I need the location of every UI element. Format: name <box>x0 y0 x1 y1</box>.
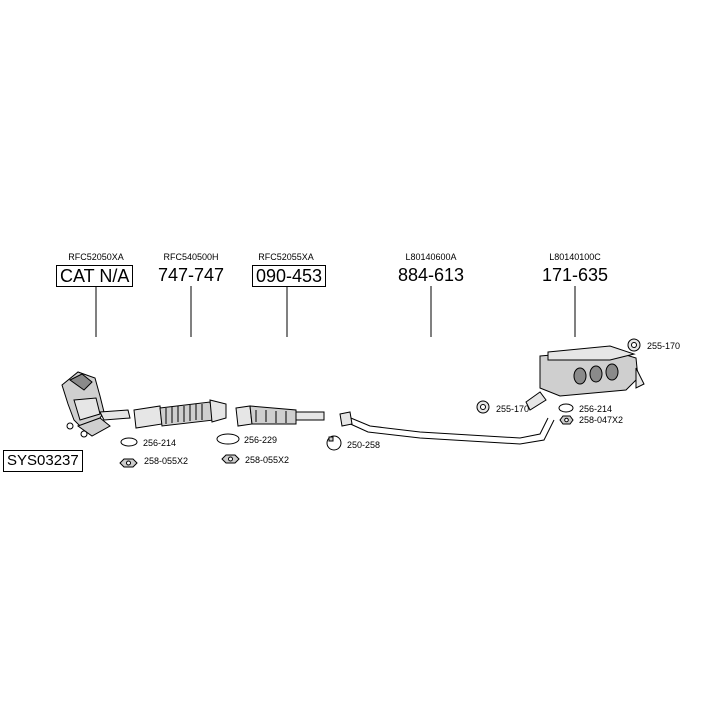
leader-lines <box>95 286 576 337</box>
nut-icon <box>119 458 138 468</box>
rubber-hanger-icon <box>476 400 490 414</box>
accessory-label[interactable]: 256-214 <box>579 404 613 414</box>
part-number-middle-pipe[interactable]: 884-613 <box>398 265 465 285</box>
catalyst-manifold-part <box>61 371 131 438</box>
oem-code-catalyst: RFC52050XA <box>68 252 124 262</box>
nut-icon <box>221 454 240 464</box>
gasket-icon <box>558 403 574 413</box>
nut-icon <box>559 415 574 425</box>
flex-pipe-part <box>133 399 227 429</box>
oem-code-front-catalyst: RFC52055XA <box>258 252 314 262</box>
rear-silencer-part <box>525 345 645 411</box>
accessory-label[interactable]: 258-055X2 <box>245 455 290 465</box>
oem-code-rear-silencer: L80140100C <box>549 252 601 262</box>
system-code: SYS03237 <box>3 450 83 472</box>
part-number-catalyst[interactable]: CAT N/A <box>56 265 134 287</box>
accessory-label[interactable]: 255-170 <box>496 404 530 414</box>
gasket-icon <box>120 437 138 447</box>
part-number-front-catalyst[interactable]: 090-453 <box>252 265 327 287</box>
accessory-label[interactable]: 256-229 <box>244 435 278 445</box>
oem-code-middle-pipe: L80140600A <box>405 252 457 262</box>
oem-code-flex-pipe: RFC540500H <box>163 252 219 262</box>
accessory-label[interactable]: 258-055X2 <box>144 456 189 466</box>
gasket-icon <box>216 433 240 445</box>
middle-pipe-part <box>339 411 555 445</box>
accessory-label[interactable]: 258-047X2 <box>579 415 624 425</box>
rubber-hanger-icon <box>627 338 641 352</box>
clamp-icon <box>326 435 342 451</box>
part-number-flex-pipe[interactable]: 747-747 <box>158 265 225 285</box>
part-number-rear-silencer[interactable]: 171-635 <box>542 265 609 285</box>
accessory-label[interactable]: 255-170 <box>647 341 681 351</box>
accessory-label[interactable]: 250-258 <box>347 440 381 450</box>
front-catalyst-part <box>235 405 325 427</box>
accessory-label[interactable]: 256-214 <box>143 438 177 448</box>
